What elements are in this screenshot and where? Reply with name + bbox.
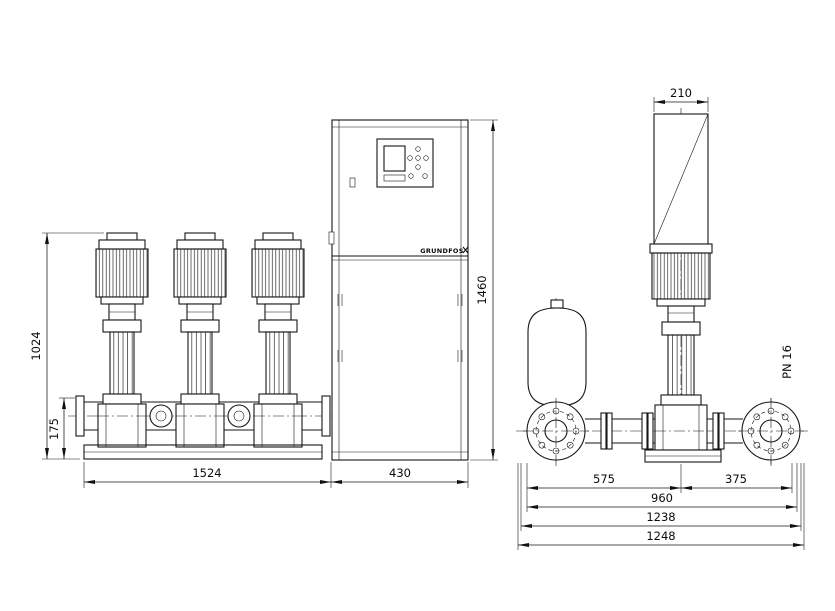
pump-side	[649, 113, 713, 451]
dimension-top-width: 210	[653, 86, 709, 112]
dimension-overall-depth: 1248	[518, 529, 804, 547]
dim-label-375: 375	[725, 472, 747, 486]
inlet-flange	[75, 395, 85, 437]
pump-base	[654, 404, 708, 451]
dimension-cabinet-height: 1460	[470, 119, 498, 461]
dim-label-575: 575	[593, 472, 615, 486]
coupling	[667, 305, 695, 323]
motor-body	[651, 252, 711, 300]
pump-front-1	[95, 232, 149, 448]
side-view: PN 16 210 575 375 960	[516, 86, 808, 550]
dim-label-1248: 1248	[646, 529, 675, 543]
control-unit-panel	[376, 138, 434, 188]
manifold-port	[149, 404, 173, 428]
foundation-side	[644, 449, 722, 463]
dimension-pump-height: 1024	[29, 232, 104, 460]
grundfos-logo-mark	[462, 246, 469, 254]
dim-label-1024: 1024	[29, 331, 43, 360]
tank-valve	[550, 299, 564, 309]
pump-front-2	[173, 232, 227, 448]
dim-label-960: 960	[651, 491, 673, 505]
dimension-port-span: 960	[527, 491, 797, 509]
dim-label-430: 430	[389, 466, 411, 480]
dimension-inner-depth: 1238	[521, 510, 801, 528]
pump-front-3	[251, 232, 305, 448]
dimension-right-span: 375	[681, 472, 792, 490]
discharge-flange-face	[738, 398, 804, 464]
bolt-holes	[747, 407, 795, 455]
dimension-cabinet-width: 430	[331, 462, 469, 488]
dimension-left-span: 575	[527, 472, 681, 490]
dim-label-1524: 1524	[192, 466, 221, 480]
control-buttons	[407, 146, 429, 179]
flange-rating-label: PN 16	[780, 345, 794, 379]
outlet-flange	[321, 395, 331, 437]
fan-cover	[649, 243, 713, 254]
control-ok-button	[383, 174, 406, 182]
control-display	[383, 145, 406, 172]
control-cabinet: GRUNDFOS	[328, 119, 469, 461]
door-lock	[349, 177, 356, 188]
door-hinge	[328, 231, 335, 245]
diaphragm-tank	[527, 299, 587, 415]
manifold-port	[227, 404, 251, 428]
front-view: GRUNDFOS 1024 175 1524 43	[29, 119, 498, 488]
piping-side	[585, 412, 743, 450]
chamber-stack	[667, 334, 695, 396]
dim-label-175: 175	[47, 418, 61, 440]
vent-slots	[337, 294, 463, 362]
grundfos-brand-label: GRUNDFOS	[420, 247, 464, 255]
dim-label-210: 210	[670, 86, 692, 100]
dimension-base-width: 1524	[83, 462, 332, 488]
pump-head	[661, 321, 701, 336]
suction-flange-face	[523, 398, 589, 464]
base-frame	[83, 444, 323, 460]
dim-label-1460: 1460	[475, 275, 489, 304]
dimension-base-height: 175	[47, 397, 75, 459]
dim-label-1238: 1238	[646, 510, 675, 524]
